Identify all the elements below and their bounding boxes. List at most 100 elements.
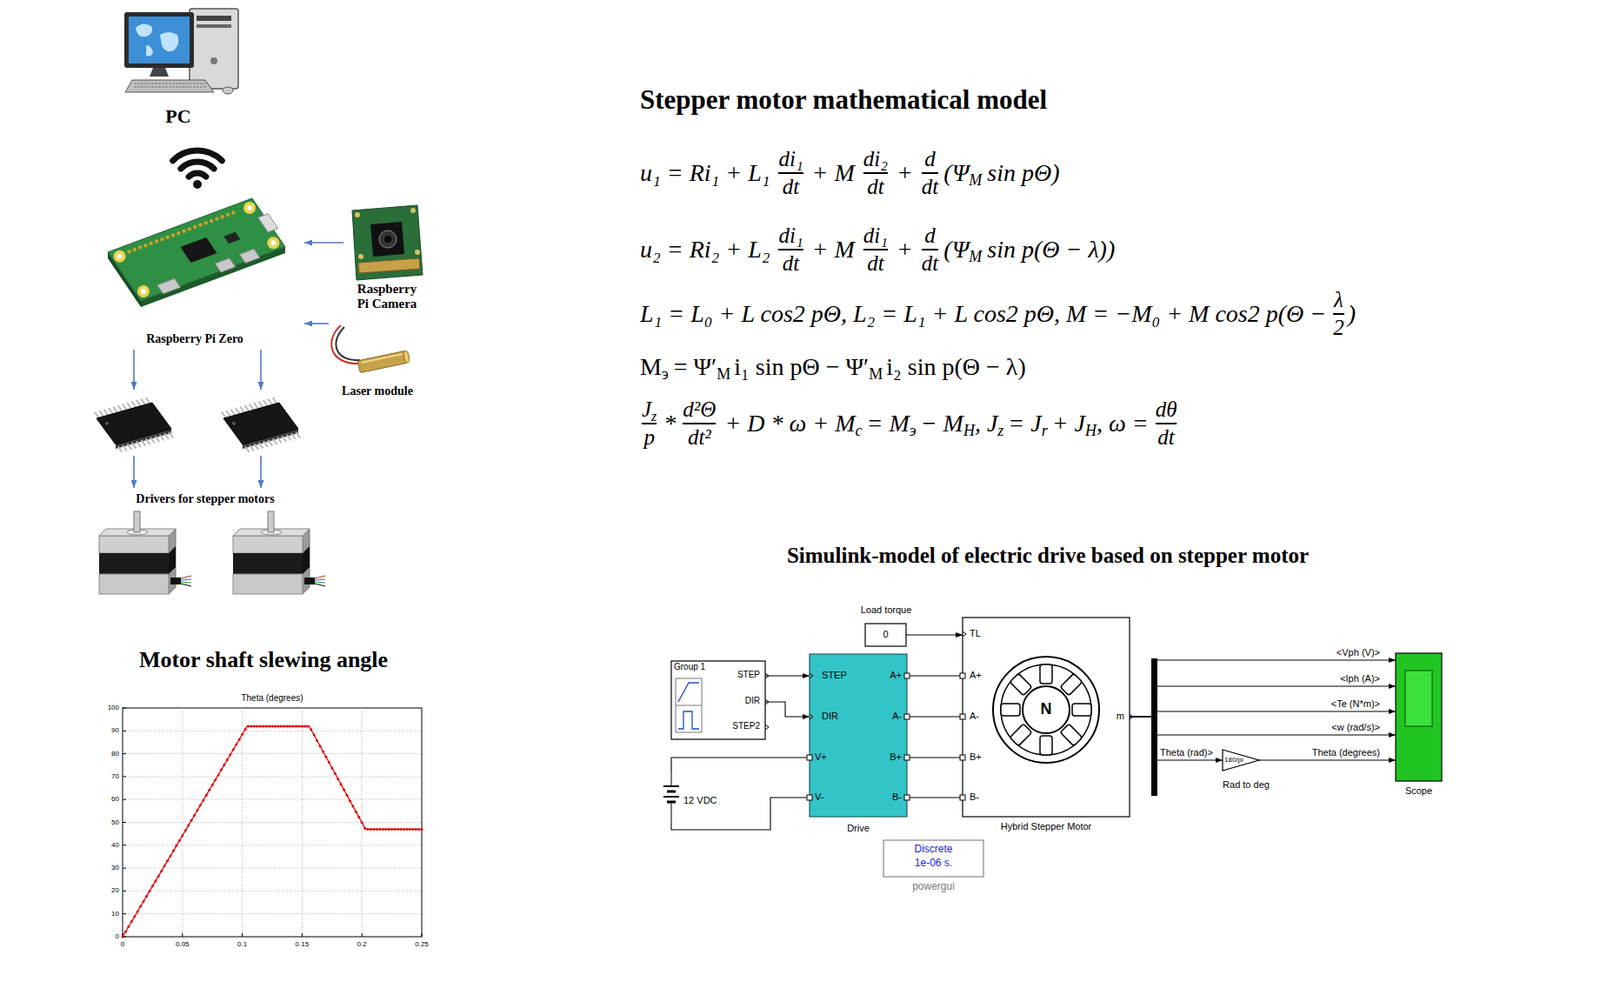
data-marker	[294, 725, 298, 728]
signal-wire	[906, 756, 963, 758]
fraction-denominator: dt	[921, 251, 939, 277]
chip-pin	[136, 440, 141, 447]
node-label: Raspberry Pi Zero	[102, 332, 287, 347]
axis-tick-label: 40	[93, 840, 120, 849]
signal-arrow	[260, 349, 262, 390]
mounting-hole	[410, 207, 416, 214]
mounting-hole	[270, 240, 276, 246]
data-marker	[190, 819, 194, 822]
data-marker	[240, 733, 244, 736]
port-marker	[806, 794, 813, 800]
signal-icon	[675, 678, 702, 733]
grid-line	[122, 730, 422, 732]
axis-tick-label: 30	[93, 863, 120, 872]
header-pin	[160, 237, 164, 241]
fraction-bar	[863, 248, 888, 251]
header-pin	[165, 235, 169, 240]
fraction-denominator: dt	[921, 174, 939, 200]
chip-pin	[286, 434, 292, 441]
data-marker	[288, 725, 292, 728]
equation-term: dt	[866, 251, 884, 277]
axis-tick-label: 0.25	[406, 940, 438, 948]
motor-wire	[180, 581, 192, 583]
fraction-denominator: dt	[1157, 425, 1174, 451]
motor-body	[99, 553, 169, 574]
chip-pin	[235, 407, 240, 414]
fraction-numerator: di₂	[863, 146, 888, 173]
signal-label: <w (rad/s)>	[1206, 721, 1380, 734]
laser-cylinder	[357, 350, 408, 373]
data-marker	[369, 827, 373, 831]
pc-icon	[124, 8, 239, 94]
equation-term: + J	[1052, 409, 1086, 438]
equation-term: sin p(Θ − λ))	[986, 235, 1115, 264]
equation-line: Mэ= Ψ′Mi₁ sin pΘ − Ψ′Mi₂ sin p(Θ − λ)	[640, 332, 1027, 402]
equation-term: di₂	[863, 146, 888, 173]
chip-pin	[150, 437, 155, 444]
equation-subscript: r	[1041, 421, 1048, 440]
data-marker	[217, 773, 220, 776]
data-marker	[196, 808, 200, 812]
chip-body	[223, 402, 299, 445]
node-label: A-	[969, 710, 996, 722]
lens	[384, 235, 392, 243]
equation-subscript: э	[909, 421, 917, 440]
section-heading: Motor shaft slewing angle	[86, 646, 440, 674]
stator-tooth	[1072, 703, 1092, 716]
motor-shaft	[133, 511, 140, 533]
power-button	[210, 57, 218, 65]
laser-highlight	[361, 353, 403, 363]
block-outline	[1395, 653, 1442, 781]
stepper-motor	[99, 511, 192, 594]
data-marker	[261, 725, 265, 728]
camera-node: Raspberry Pi Camera	[343, 198, 431, 312]
motor-cap	[99, 573, 169, 594]
chip-pin	[230, 409, 235, 416]
fraction-bar	[682, 422, 716, 425]
grid-line	[122, 799, 422, 800]
tick-mark	[122, 867, 127, 869]
chip-pin	[221, 412, 227, 419]
equation-subscript: z	[651, 408, 657, 425]
node-label: DIR	[709, 695, 760, 707]
battery-plate	[663, 785, 680, 787]
motor-side	[168, 546, 176, 574]
theta-curve	[122, 726, 422, 937]
fraction: λ2	[1331, 287, 1347, 341]
rotor	[1022, 686, 1070, 734]
chip-pin	[140, 440, 146, 447]
laser-wire	[335, 326, 360, 360]
equation-term: = J	[1007, 409, 1041, 438]
data-marker	[366, 827, 370, 831]
fraction-denominator: dt	[782, 174, 800, 200]
mounting-hole	[243, 201, 256, 214]
chart-title: Theta (degrees)	[220, 693, 325, 704]
data-marker	[180, 833, 184, 837]
mounting-hole	[266, 236, 280, 249]
fraction-numerator: di₁	[863, 223, 888, 249]
data-marker	[271, 725, 274, 728]
data-marker	[163, 864, 167, 867]
node-label: Scope	[1395, 785, 1442, 797]
equation-term: , J	[974, 409, 998, 438]
grid-line	[122, 844, 422, 846]
data-marker	[402, 827, 406, 831]
chip-pin	[263, 440, 268, 447]
motor-cap	[99, 535, 169, 554]
equation-term: L₁ = L₀ + L cos2 pΘ, L₂ = L₁ + L cos2 pΘ…	[640, 300, 1327, 328]
laser-module	[331, 325, 411, 374]
equation-subscript: c	[855, 421, 863, 440]
grid-line	[122, 890, 422, 892]
chip-pin	[126, 443, 132, 450]
processor-chip	[180, 237, 217, 263]
node-shape	[809, 653, 907, 837]
drive-block: STEPDIRV+V-A+A-B+B-Drive	[809, 653, 907, 837]
header-pin	[126, 249, 131, 254]
equation-subscript: Н	[963, 421, 975, 440]
chip-pin	[258, 401, 263, 408]
node-label: B+	[969, 751, 996, 763]
chip-pin	[164, 433, 169, 440]
mounting-hole	[113, 250, 127, 263]
data-marker	[244, 727, 247, 731]
grid-line	[122, 867, 422, 869]
